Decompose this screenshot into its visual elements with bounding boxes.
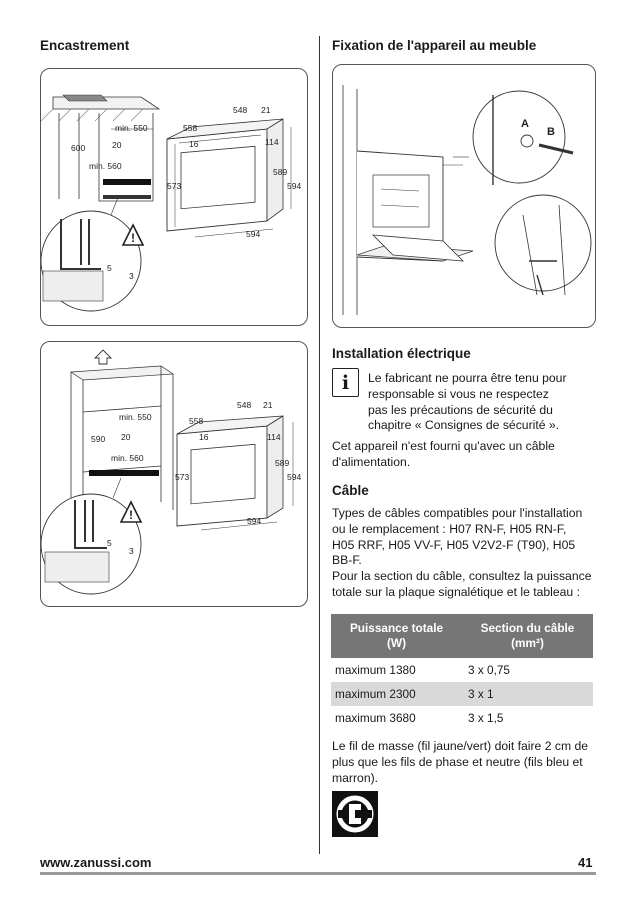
dim-573: 573 [175, 472, 189, 482]
warning-triangle-icon: ! [119, 500, 143, 523]
table-cell-power: maximum 3680 [335, 711, 416, 725]
dim-589: 589 [275, 458, 289, 468]
label-a: A [521, 118, 529, 130]
heading-fixation: Fixation de l'appareil au meuble [332, 38, 537, 53]
dim-594-vertical: 594 [287, 181, 301, 191]
dim-5: 5 [107, 538, 112, 548]
dim-21: 21 [261, 105, 271, 115]
supply-paragraph: Cet appareil n'est fourni qu'avec un câb… [332, 439, 555, 469]
table-cell-section: 3 x 1,5 [468, 711, 504, 725]
dim-min560: min. 560 [111, 453, 144, 463]
dim-16: 16 [199, 432, 209, 442]
footer-divider [40, 872, 596, 875]
cable-section-paragraph: Pour la section du câble, consultez la p… [332, 569, 592, 599]
dim-min550: min. 550 [115, 123, 148, 133]
table-row: maximum 1380 3 x 0,75 [331, 658, 593, 682]
heading-installation-electrique: Installation électrique [332, 346, 471, 361]
table-cell-section: 3 x 0,75 [468, 663, 510, 677]
dim-573: 573 [167, 181, 181, 191]
dim-548: 548 [237, 400, 251, 410]
dim-16: 16 [189, 139, 199, 149]
dim-590: 590 [91, 434, 105, 444]
table-cell-power: maximum 2300 [331, 682, 462, 706]
ground-wire-paragraph: Le fil de masse (fil jaune/vert) doit fa… [332, 739, 589, 785]
dim-114: 114 [267, 432, 281, 442]
table-cell-section: 3 x 1 [462, 682, 593, 706]
table-row: maximum 2300 3 x 1 [331, 682, 593, 706]
dim-600: 600 [71, 143, 85, 153]
dim-min560: min. 560 [89, 161, 122, 171]
diagram-fixation: A B [332, 64, 596, 328]
dim-594-horizontal: 594 [247, 516, 261, 526]
dim-548: 548 [233, 105, 247, 115]
label-b: B [547, 126, 555, 138]
dim-5: 5 [107, 263, 112, 273]
svg-text:!: ! [129, 508, 133, 522]
cable-section-table: Puissance totale(W) Section du câble(mm²… [331, 614, 593, 730]
dim-20: 20 [121, 432, 131, 442]
heading-cable: Câble [332, 483, 369, 498]
info-icon: i [332, 368, 359, 397]
electrolux-logo-icon [332, 791, 378, 837]
dim-594-horizontal: 594 [246, 229, 260, 239]
table-row: maximum 3680 3 x 1,5 [331, 706, 593, 730]
column-divider [319, 36, 320, 854]
dim-594-vertical: 594 [287, 472, 301, 482]
header-puissance: Puissance totale(W) [331, 614, 462, 658]
dim-3: 3 [129, 271, 134, 281]
cable-types-paragraph: Types de câbles compatibles pour l'insta… [332, 506, 583, 568]
dim-3: 3 [129, 546, 134, 556]
page-number: 41 [578, 855, 593, 870]
svg-text:!: ! [131, 231, 135, 245]
heading-encastrement: Encastrement [40, 38, 130, 53]
dim-20: 20 [112, 140, 122, 150]
info-note: Le fabricant ne pourra être tenu pour re… [368, 371, 567, 433]
footer-website[interactable]: www.zanussi.com [40, 855, 152, 870]
dim-589: 589 [273, 167, 287, 177]
diagram-encastrement-column: min. 550 20 590 min. 560 548 21 558 16 1… [40, 341, 308, 607]
table-header-row: Puissance totale(W) Section du câble(mm²… [331, 614, 593, 658]
dim-min550: min. 550 [119, 412, 152, 422]
dim-558: 558 [183, 123, 197, 133]
warning-triangle-icon: ! [121, 223, 145, 246]
up-arrow-icon [93, 349, 113, 365]
header-section: Section du câble(mm²) [462, 614, 593, 658]
table-cell-power: maximum 1380 [335, 663, 416, 677]
dim-21: 21 [263, 400, 273, 410]
diagram-encastrement-under-counter: min. 550 20 600 min. 560 548 21 558 16 1… [40, 68, 308, 326]
dim-558: 558 [189, 416, 203, 426]
dim-114: 114 [265, 137, 279, 147]
